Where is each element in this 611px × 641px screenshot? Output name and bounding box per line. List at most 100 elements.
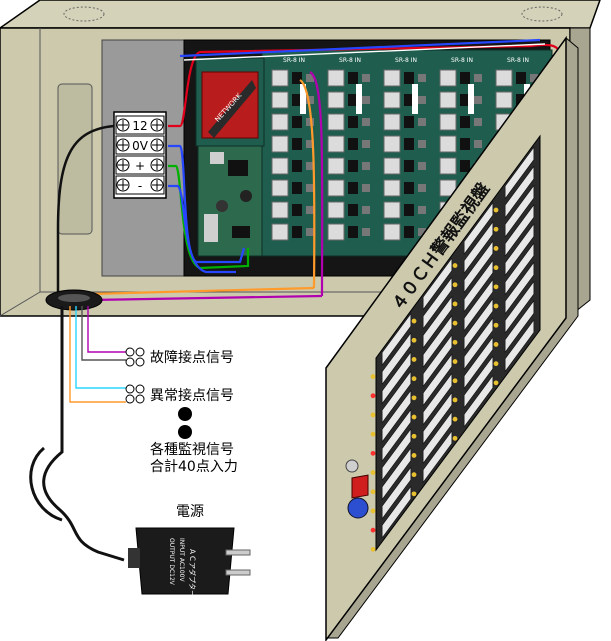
indicator-label-plate <box>463 336 494 390</box>
indicator-label-plate <box>381 485 412 539</box>
contact-symbol-fault <box>125 347 145 367</box>
internal-wiring <box>89 38 561 302</box>
indicator-lamp <box>411 318 417 324</box>
indicator-lamp <box>493 342 499 347</box>
indicator-lamp <box>452 416 458 422</box>
case-top <box>0 0 601 29</box>
ac-adapter: ＡＣアダプター INPUT AC100V OUTPUT DC12V <box>128 527 251 597</box>
indicator-lamp <box>493 226 499 232</box>
terminal-label: + <box>135 159 145 173</box>
indicator-lamp <box>411 414 417 420</box>
indicator-label-plate <box>463 220 494 275</box>
relay-label: SR-8 IN <box>507 57 529 64</box>
indicator-lamp <box>452 320 458 326</box>
indicator-lamp <box>493 322 499 328</box>
top-hole-right <box>521 6 563 22</box>
indicator-label-plate <box>422 334 453 388</box>
indicator-label-plate <box>422 353 453 407</box>
indicator-label-plate <box>463 355 494 409</box>
relay-column: SR-8 IN <box>383 57 426 241</box>
indicator-label-plate <box>504 299 535 354</box>
relay-label: SR-8 IN <box>283 57 305 64</box>
indicator-label-plate <box>504 184 535 238</box>
indicator-label-plate <box>422 257 453 311</box>
ellipsis-dot-1 <box>178 407 192 421</box>
indicator-label-plate <box>463 316 494 371</box>
indicator-label-plate <box>504 165 535 219</box>
top-hole-left <box>63 6 105 22</box>
indicator-lamp <box>370 431 376 437</box>
indicator-label-plate <box>381 408 412 462</box>
indicator-lamp <box>411 357 417 362</box>
label-abnormal-contact: 異常接点信号 <box>150 387 234 404</box>
indicator-lamp <box>411 395 417 401</box>
indicator-lamp <box>370 508 376 514</box>
indicator-label-plate <box>463 297 494 351</box>
indicator-lamp <box>493 303 499 309</box>
terminal-row: + <box>115 155 165 175</box>
indicator-lamp <box>370 546 376 552</box>
buzzer-knob <box>345 459 359 473</box>
indicator-lamp <box>452 301 458 307</box>
indicator-label-plate <box>463 240 494 294</box>
terminal-label: 12 <box>132 119 147 133</box>
indicator-label-plate <box>381 312 412 366</box>
indicator-lamp <box>370 412 376 418</box>
indicator-lamp <box>370 374 376 379</box>
external-wiring <box>29 306 126 562</box>
indicator-label-plate <box>422 276 453 330</box>
indicator-lamp <box>370 450 376 456</box>
indicator-lamp <box>493 246 499 251</box>
terminal-row: 12 <box>115 115 165 135</box>
indicator-label-plate <box>504 280 535 334</box>
cable-slot <box>57 83 93 235</box>
adapter-line2: INPUT AC100V <box>178 538 185 582</box>
indicator-window <box>375 134 541 552</box>
indicator-label-plate <box>422 314 453 369</box>
indicator-lamp <box>370 489 376 495</box>
indicator-lamp <box>493 284 499 290</box>
indicator-lamp <box>452 378 458 384</box>
indicator-lamp <box>411 337 417 343</box>
indicator-lamp <box>493 361 499 367</box>
adapter-line3: OUTPUT DC12V <box>168 538 175 586</box>
indicator-lamp <box>370 393 376 399</box>
indicator-label-plate <box>504 223 535 277</box>
indicator-label-plate <box>381 427 412 482</box>
label-power: 電源 <box>176 504 204 520</box>
indicator-lamp <box>452 397 458 403</box>
indicator-label-plate <box>422 295 453 349</box>
indicator-label-plate <box>504 319 535 373</box>
indicator-label-plate <box>422 410 453 465</box>
indicator-label-plate <box>381 370 412 424</box>
label-fault-contact: 故障接点信号 <box>150 349 234 366</box>
indicator-label-plate <box>381 389 412 443</box>
indicator-lamp <box>493 207 499 213</box>
power-pcb <box>197 145 263 257</box>
indicator-lamp <box>370 470 376 475</box>
indicator-lamp <box>370 527 376 533</box>
power-switch <box>351 474 369 499</box>
label-monitor-line2: 合計40点入力 <box>150 459 238 475</box>
relay-column: SR-8 IN <box>271 57 314 241</box>
terminal-row: - <box>115 175 165 195</box>
indicator-lamp <box>411 376 417 382</box>
indicator-label-plate <box>422 391 453 445</box>
power-cable-internal <box>56 124 115 300</box>
indicator-lamp <box>452 435 458 441</box>
indicator-label-plate <box>504 242 535 296</box>
contact-symbol-abnormal <box>125 384 145 404</box>
indicator-lamp <box>493 265 499 271</box>
terminal-label: 0V <box>132 139 149 153</box>
reset-button <box>347 497 369 519</box>
indicator-lamp <box>452 339 458 345</box>
relay-label: SR-8 IN <box>339 57 361 64</box>
indicator-label-plate <box>381 351 412 405</box>
indicator-label-plate <box>463 278 494 332</box>
indicator-label-plate <box>381 447 412 501</box>
ellipsis-dot-2 <box>178 425 192 439</box>
indicator-lamp <box>411 472 417 478</box>
indicator-lamp <box>452 359 458 364</box>
indicator-label-plate <box>463 259 494 313</box>
relay-label: SR-8 IN <box>395 57 417 64</box>
